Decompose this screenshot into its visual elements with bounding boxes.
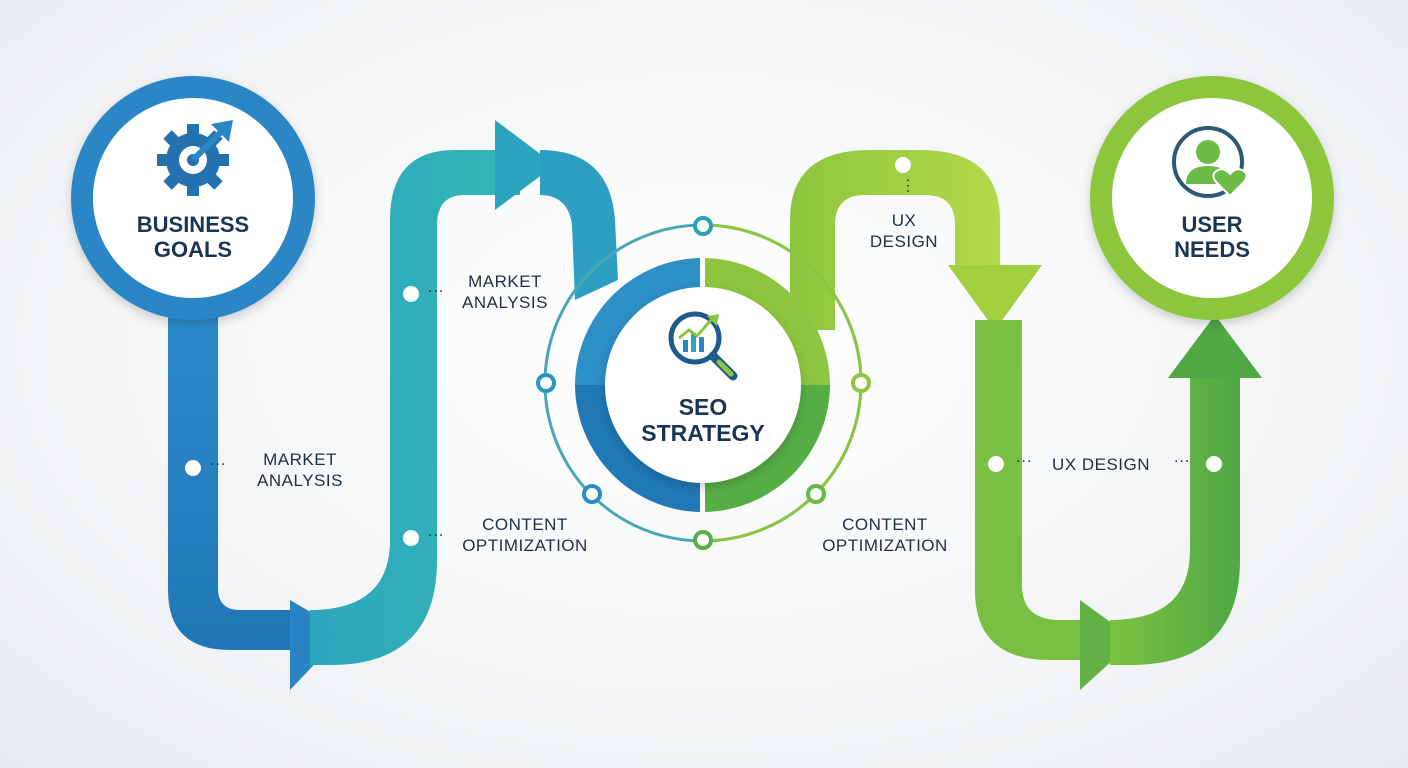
content-optimization-left-label: CONTENT OPTIMIZATION	[446, 514, 604, 557]
market-analysis-left-label: MARKET ANALYSIS	[240, 449, 360, 492]
magnifier-chart-icon	[668, 311, 738, 381]
connector-dots: ···	[428, 528, 445, 544]
user-heart-icon	[1172, 126, 1248, 198]
teal-arc-down	[540, 150, 618, 300]
green-up-arrow-head	[1168, 315, 1262, 378]
green-band	[975, 320, 1100, 660]
ux-design-upper-line2: DESIGN	[869, 232, 939, 252]
content-opt-left-line1: CONTENT	[482, 515, 568, 534]
teal-arrow-head	[495, 120, 555, 210]
connector-dots: ···	[428, 284, 445, 300]
market-analysis-upper-label: MARKET ANALYSIS	[446, 271, 564, 314]
ux-design-upper-label: UX DESIGN	[856, 210, 952, 253]
step-dots	[185, 157, 1222, 546]
business-goals-line2: GOALS	[153, 237, 233, 263]
ux-design-right-label: UX DESIGN	[1042, 454, 1160, 475]
market-analysis-upper-line2: ANALYSIS	[462, 293, 548, 313]
connector-dots: ···	[1016, 454, 1033, 470]
teal-band	[310, 150, 520, 665]
seo-strategy-ring	[605, 287, 801, 483]
lime-arrow-head	[948, 265, 1042, 330]
user-needs-line2: NEEDS	[1174, 237, 1250, 263]
content-opt-right-line2: OPTIMIZATION	[822, 536, 948, 556]
blue-band	[168, 300, 300, 650]
seo-strategy-line1: SEO	[678, 394, 728, 420]
gear-arrow-icon	[157, 120, 233, 196]
green-arrow-head	[1080, 600, 1135, 690]
business-goals-line1: BUSINESS	[136, 212, 250, 237]
content-optimization-right-label: CONTENT OPTIMIZATION	[806, 514, 964, 557]
seo-strategy-title: SEO STRATEGY	[623, 394, 783, 447]
user-needs-line1: USER	[1181, 212, 1243, 237]
market-analysis-left-line1: MARKET	[263, 450, 337, 469]
content-opt-right-line1: CONTENT	[842, 515, 928, 534]
connector-dots: ···	[210, 457, 227, 473]
ux-design-upper-line1: UX	[891, 211, 917, 230]
ux-design-right-line1: UX DESIGN	[1051, 455, 1151, 474]
green-band-up	[1110, 370, 1240, 665]
user-needs-title: USER NEEDS	[1132, 212, 1292, 263]
market-analysis-upper-line1: MARKET	[468, 272, 542, 291]
content-opt-left-line2: OPTIMIZATION	[462, 536, 588, 556]
business-goals-title: BUSINESS GOALS	[113, 212, 273, 263]
connector-dots: ···	[899, 178, 915, 195]
lime-band	[790, 150, 1000, 330]
seo-strategy-line2: STRATEGY	[641, 420, 765, 447]
connector-dots: ···	[1174, 454, 1191, 470]
market-analysis-left-line2: ANALYSIS	[257, 471, 343, 491]
orbit-nodes	[536, 216, 871, 550]
